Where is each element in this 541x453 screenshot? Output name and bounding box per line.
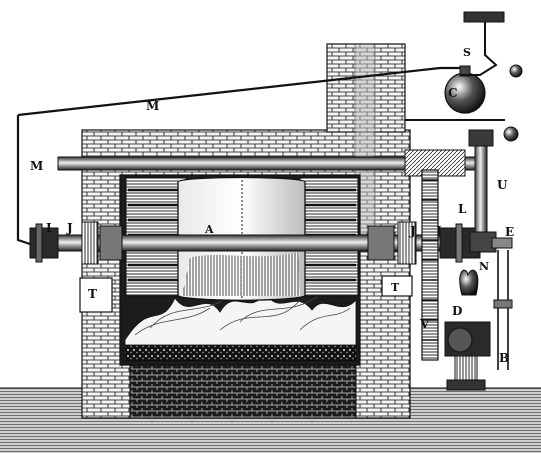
feed-pump <box>444 250 513 391</box>
label-m-left: M <box>30 159 43 173</box>
label-e: E <box>505 225 514 239</box>
label-n: N <box>479 260 489 273</box>
gear-wheel <box>421 169 439 361</box>
steam-receiver <box>444 11 523 142</box>
label-t-right: T <box>391 281 400 294</box>
support-block-right <box>381 275 413 297</box>
label-b: B <box>499 351 509 365</box>
label-s: S <box>463 46 471 59</box>
label-u: U <box>497 178 508 192</box>
label-m-top: M <box>146 99 159 113</box>
label-i-left: I <box>46 221 52 235</box>
vertical-pipe <box>468 129 513 253</box>
label-j-left: J <box>66 221 73 235</box>
main-shaft <box>29 234 491 252</box>
label-j-right: J <box>409 224 416 238</box>
label-l: L <box>458 202 467 216</box>
left-coupling <box>29 221 123 265</box>
label-v: V <box>419 317 430 331</box>
linkage-rods <box>16 66 505 246</box>
label-i-right: I <box>436 224 442 238</box>
label-a: A <box>204 223 214 236</box>
label-d: D <box>452 304 462 318</box>
labels: A B C D E I I J J L M M N S T T U V <box>30 46 514 365</box>
label-c: C <box>448 86 458 100</box>
support-block-left <box>79 277 113 313</box>
label-t-left: T <box>88 287 97 301</box>
